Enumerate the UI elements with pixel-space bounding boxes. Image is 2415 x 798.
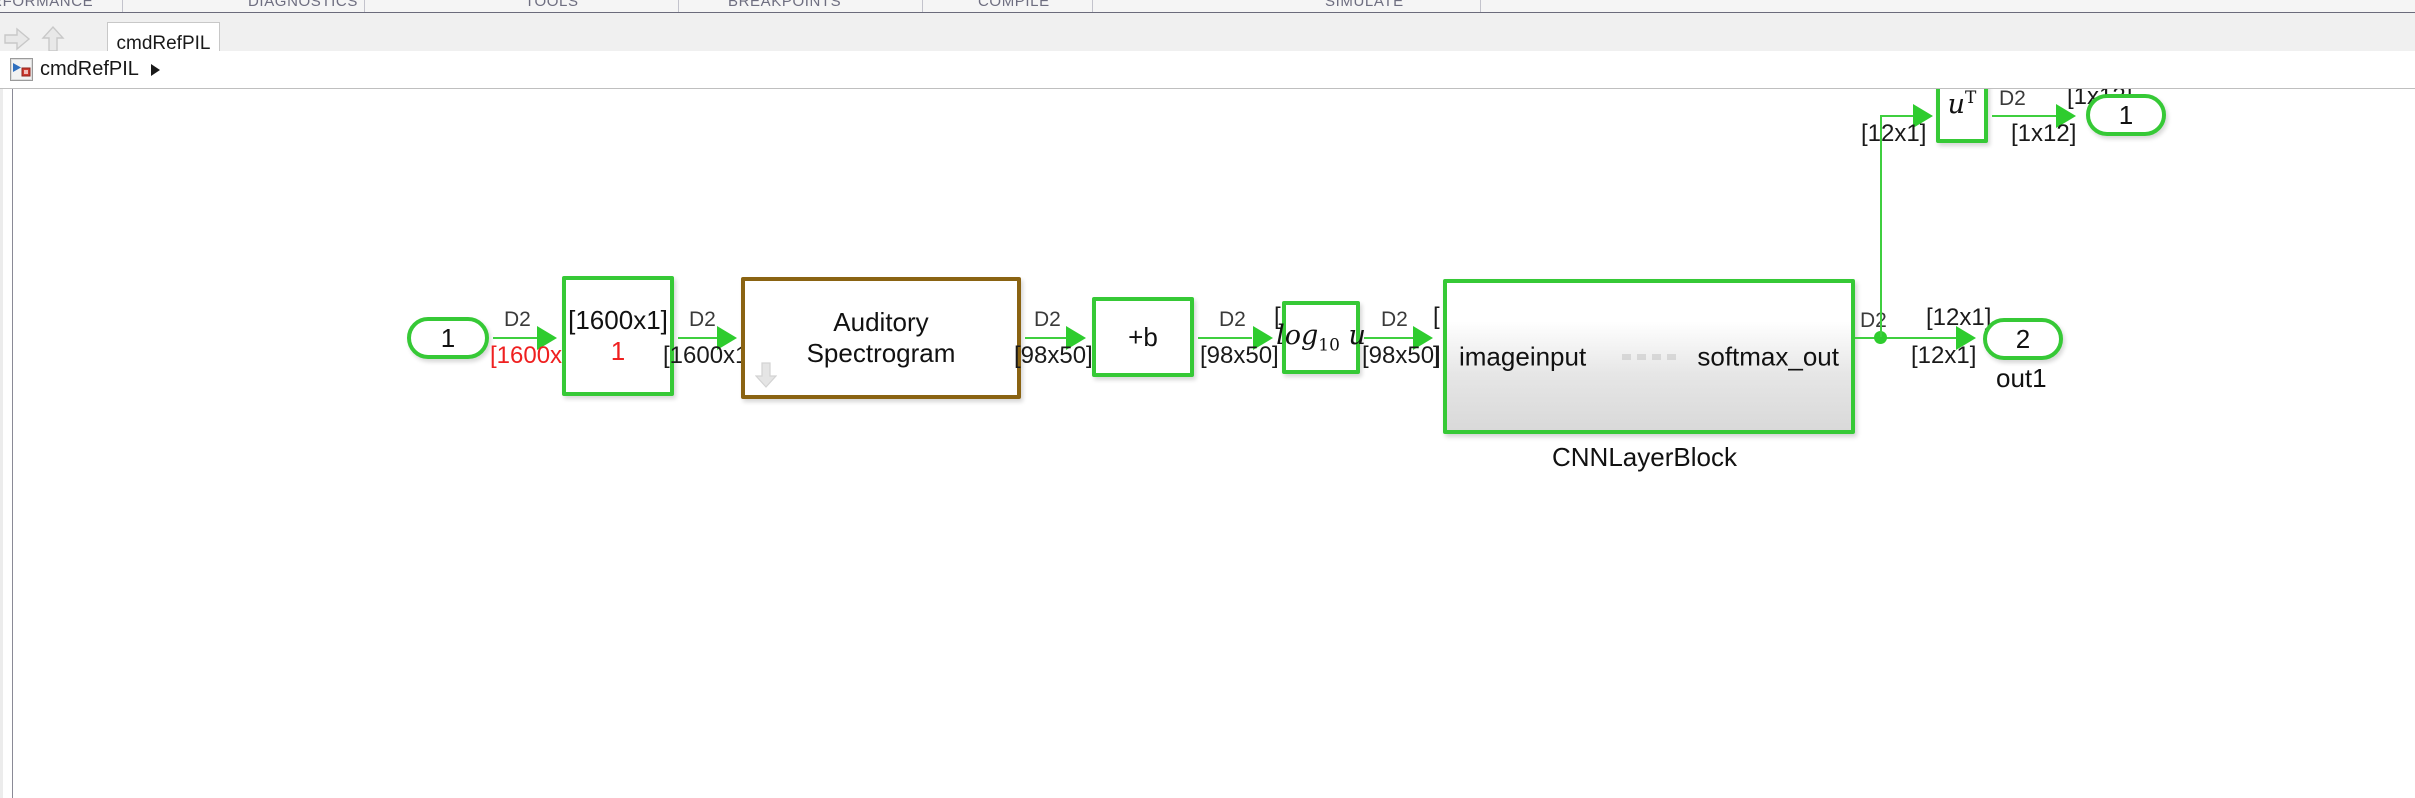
signal-arrowhead	[537, 326, 557, 350]
add-bias-text: +b	[1128, 321, 1158, 352]
sig-bracket-close-1: ]	[1433, 342, 1440, 369]
ribbon-separator	[1480, 0, 1481, 12]
signal-arrowhead	[717, 326, 737, 350]
signal-line[interactable]	[1025, 337, 1071, 339]
ribbon-separator	[922, 0, 923, 12]
sig-d2-5: D2	[1381, 308, 1408, 331]
sig-dim-out-a: [12x1]	[1926, 304, 1992, 331]
auditory-line-2: Spectrogram	[806, 338, 956, 368]
sig-dim-5: [98x50]	[1362, 342, 1441, 369]
doc-tab-label: cmdRefPIL	[116, 32, 211, 54]
ribbon-tab-tools[interactable]: TOOLS	[525, 0, 579, 10]
sig-d2-3: D2	[1034, 308, 1061, 331]
signal-arrowhead	[1253, 326, 1273, 350]
outport-2-label: 2	[2015, 323, 2031, 354]
signal-line[interactable]	[493, 337, 555, 339]
ribbon-separator	[364, 0, 365, 12]
auditory-line-1: Auditory	[833, 307, 929, 338]
ribbon-tab-strip: PERFORMANCE DIAGNOSTICS TOOLS BREAKPOINT…	[0, 0, 2415, 13]
signal-branch-point[interactable]	[1874, 331, 1887, 344]
sig-d2-1: D2	[504, 308, 531, 331]
sig-dim-up: [12x1]	[1861, 120, 1927, 147]
sig-dim-t-b: [1x12]	[2011, 120, 2077, 147]
ribbon-tab-diagnostics[interactable]: DIAGNOSTICS	[248, 0, 358, 10]
sig-bracket-open-2: [	[1433, 303, 1440, 330]
signal-line[interactable]	[1855, 337, 1965, 339]
subsystem-chain-connector	[1622, 353, 1676, 360]
outport-1[interactable]: 1	[2086, 94, 2166, 136]
sig-dim-2: [1600x1]	[663, 342, 756, 369]
reshape-index: 1	[610, 336, 626, 366]
breadcrumb-label[interactable]: cmdRefPIL	[40, 58, 139, 80]
auditory-spectrogram-text: Auditory Spectrogram	[807, 307, 956, 368]
cnn-block-caption: CNNLayerBlock	[1552, 442, 1737, 472]
transpose-block-expression: uT	[1947, 89, 1977, 120]
cnn-input-port-label: imageinput	[1459, 341, 1587, 371]
sig-bracket-open-1: [	[1274, 303, 1281, 330]
signal-arrowhead	[1066, 326, 1086, 350]
ribbon-tab-performance[interactable]: PERFORMANCE	[0, 0, 94, 10]
ribbon-tab-simulate[interactable]: SIMULATE	[1325, 0, 1404, 10]
inport-1[interactable]: 1	[407, 317, 489, 359]
outport-1-label: 1	[2118, 99, 2134, 130]
play-arrow-icon[interactable]	[150, 63, 160, 76]
ribbon-separator	[122, 0, 123, 12]
reshape-dims: [1600x1]	[568, 305, 668, 336]
model-canvas[interactable]: 1 D2 [1600x1] [1600x1] 1 D2 [1600x1]	[0, 89, 2415, 798]
signal-line[interactable]	[1880, 115, 1882, 337]
outport-2[interactable]: 2	[1983, 318, 2063, 360]
log10-block-expression: log10 u	[1276, 319, 1366, 356]
sig-dim-4: [98x50]	[1200, 342, 1279, 369]
sig-dim-out-b: [12x1]	[1911, 342, 1977, 369]
sig-d2-2: D2	[689, 308, 716, 331]
download-arrow-icon	[754, 362, 778, 388]
ribbon-tab-compile[interactable]: COMPILE	[978, 0, 1050, 10]
block-diagram: 1 D2 [1600x1] [1600x1] 1 D2 [1600x1]	[3, 89, 2415, 798]
sig-d2-4: D2	[1219, 308, 1246, 331]
signal-arrowhead	[1413, 326, 1433, 350]
sig-d2-7: D2	[1999, 89, 2026, 110]
ribbon-separator	[1092, 0, 1093, 12]
auditory-spectrogram-block[interactable]: Auditory Spectrogram	[741, 277, 1021, 399]
signal-arrowhead	[1956, 326, 1976, 350]
signal-line[interactable]	[1880, 115, 1922, 117]
reshape-block[interactable]: [1600x1] 1	[562, 276, 674, 396]
simulink-model-icon	[10, 58, 33, 81]
forward-arrow-icon[interactable]	[2, 24, 32, 54]
cnn-output-port-label: softmax_out	[1697, 341, 1839, 371]
signal-line[interactable]	[1364, 337, 1414, 339]
ribbon-separator	[678, 0, 679, 12]
canvas-left-border	[12, 89, 13, 798]
signal-arrowhead	[1913, 104, 1933, 128]
up-arrow-icon[interactable]	[38, 24, 68, 54]
reshape-block-text: [1600x1] 1	[568, 305, 668, 366]
ribbon-tab-breakpoints[interactable]: BREAKPOINTS	[728, 0, 842, 10]
signal-line[interactable]	[1992, 115, 2060, 117]
navigation-icon-group	[0, 13, 68, 64]
breadcrumb: cmdRefPIL	[0, 51, 2415, 89]
log10-block[interactable]: log10 u	[1276, 301, 1366, 374]
signal-arrowhead	[2056, 104, 2076, 128]
sig-dim-3: [98x50]	[1014, 342, 1093, 369]
cnn-layer-block[interactable]: imageinput softmax_out	[1443, 279, 1855, 434]
sig-d2-6: D2	[1860, 309, 1887, 332]
signal-line[interactable]	[678, 337, 726, 339]
inport-1-label: 1	[440, 322, 456, 353]
transpose-block[interactable]: uT	[1936, 89, 1988, 143]
add-bias-block[interactable]: +b	[1092, 297, 1194, 377]
outport2-caption: out1	[1996, 363, 2047, 393]
signal-line[interactable]	[1198, 337, 1252, 339]
